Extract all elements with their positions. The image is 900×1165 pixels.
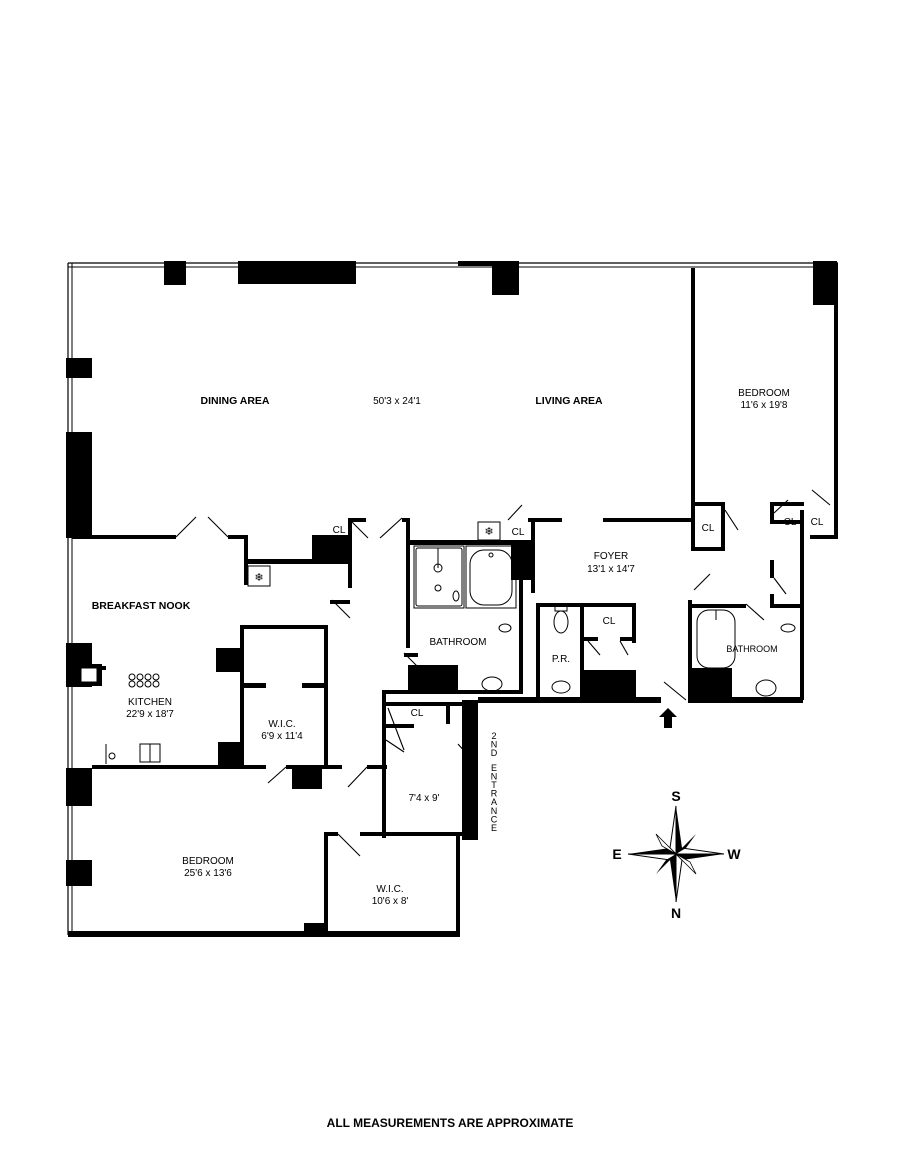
second-entrance-letter: E bbox=[491, 763, 497, 773]
kitchen-size: 22'9 x 18'7 bbox=[126, 709, 174, 720]
stove-icon bbox=[128, 673, 160, 688]
compass-rose: S N E W bbox=[612, 788, 741, 921]
second-entrance-letter: R bbox=[491, 789, 498, 799]
second-entrance-letter: N bbox=[491, 771, 498, 781]
interior-walls bbox=[72, 268, 838, 936]
wic-2-label: W.I.C. bbox=[376, 884, 403, 895]
closet-label-2: CL bbox=[512, 527, 525, 538]
fixtures bbox=[105, 521, 796, 764]
dining-label: DINING AREA bbox=[200, 395, 269, 407]
second-entrance-letter: 2 bbox=[491, 731, 496, 741]
closet-label-7: CL bbox=[411, 708, 424, 719]
bedroom-west-label: BEDROOM bbox=[738, 388, 790, 399]
wic-2-size: 10'6 x 8' bbox=[372, 896, 409, 907]
second-entrance-letter: N bbox=[491, 740, 498, 750]
foyer-label: FOYER bbox=[594, 551, 628, 562]
disclaimer: ALL MEASUREMENTS ARE APPROXIMATE bbox=[326, 1116, 574, 1130]
second-entrance-letter: N bbox=[491, 806, 498, 816]
wic-1-size: 6'9 x 11'4 bbox=[261, 731, 303, 742]
bedroom-main-size: 25'6 x 13'6 bbox=[184, 868, 232, 879]
small-room-size: 7'4 x 9' bbox=[408, 793, 439, 804]
fridge-icon-bath: ❄ bbox=[484, 525, 493, 538]
wic-1-label: W.I.C. bbox=[268, 719, 295, 730]
great-room-size: 50'3 x 24'1 bbox=[373, 396, 421, 407]
living-label: LIVING AREA bbox=[535, 395, 603, 407]
second-entrance-letter: T bbox=[491, 780, 497, 790]
compass-bottom: N bbox=[671, 905, 681, 921]
second-entrance-letter: E bbox=[491, 823, 497, 833]
closet-label-1: CL bbox=[333, 525, 346, 536]
exterior-walls bbox=[66, 261, 838, 937]
closet-label-6: CL bbox=[603, 616, 616, 627]
second-entrance-letter: A bbox=[491, 797, 497, 807]
closet-label-4: CL bbox=[784, 517, 797, 528]
breakfast-label: BREAKFAST NOOK bbox=[92, 600, 191, 612]
second-entrance-letter: D bbox=[491, 748, 498, 758]
second-entrance-letter: C bbox=[491, 814, 498, 824]
room-labels: DINING AREA 50'3 x 24'1 LIVING AREA BEDR… bbox=[92, 388, 824, 907]
powder-room-label: P.R. bbox=[552, 654, 570, 665]
compass-right: W bbox=[727, 846, 741, 862]
bathroom-west-label: BATHROOM bbox=[726, 644, 777, 654]
fridge-icon-kitchen: ❄ bbox=[254, 571, 263, 584]
entry-arrow-icon bbox=[659, 708, 677, 728]
kitchen-label: KITCHEN bbox=[128, 697, 172, 708]
closet-label-3: CL bbox=[702, 523, 715, 534]
bedroom-west-size: 11'6 x 19'8 bbox=[740, 400, 787, 411]
closet-label-5: CL bbox=[811, 517, 824, 528]
door-swings bbox=[175, 489, 831, 857]
bathroom-center-label: BATHROOM bbox=[429, 637, 486, 648]
compass-top: S bbox=[671, 788, 680, 804]
compass-left: E bbox=[612, 846, 621, 862]
bedroom-main-label: BEDROOM bbox=[182, 856, 234, 867]
foyer-size: 13'1 x 14'7 bbox=[587, 564, 635, 575]
